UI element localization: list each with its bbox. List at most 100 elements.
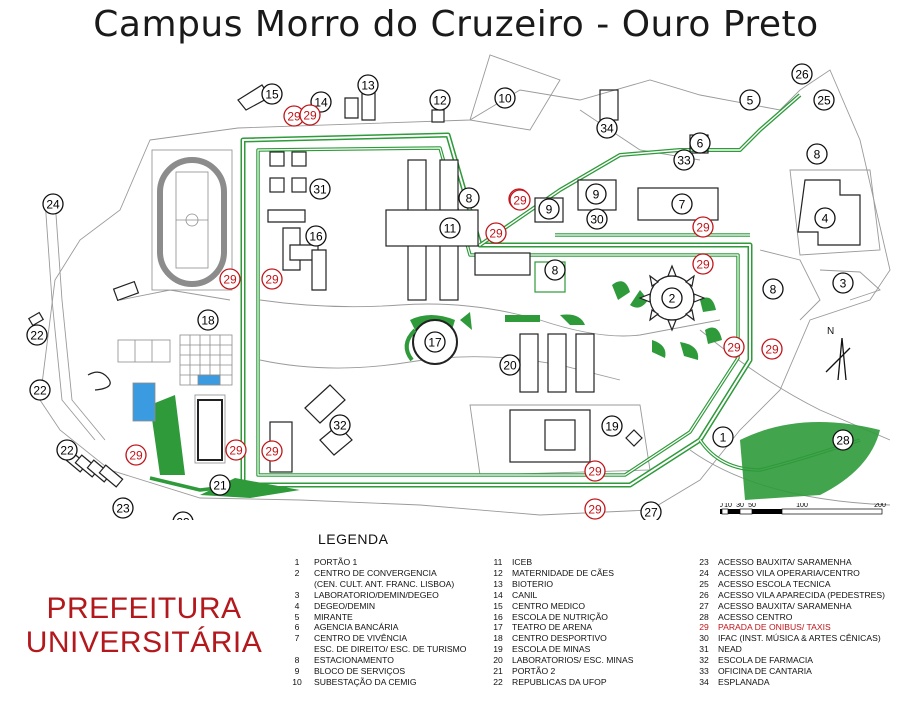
location-marker[interactable] [357, 74, 379, 96]
location-marker[interactable] [832, 429, 854, 451]
location-marker[interactable] [494, 87, 516, 109]
location-marker[interactable] [197, 309, 219, 331]
location-marker[interactable] [586, 208, 608, 230]
location-number: 22 [60, 444, 74, 458]
location-number: 5 [747, 94, 754, 108]
location-marker[interactable] [585, 183, 607, 205]
location-number: 3 [840, 277, 847, 291]
bus-stop-marker[interactable] [299, 104, 321, 126]
bus-stop-marker[interactable] [584, 498, 606, 520]
location-marker[interactable] [596, 117, 618, 139]
bus-stop-marker[interactable] [692, 216, 714, 238]
location-number: 1 [720, 431, 727, 445]
north-arrow-icon [825, 337, 851, 381]
location-number: 15 [265, 88, 279, 102]
bus-stop-number: 29 [696, 258, 710, 272]
bus-stop-marker[interactable] [261, 440, 283, 462]
location-marker[interactable] [329, 414, 351, 436]
scale-label: 50 [748, 503, 756, 509]
bus-stop-marker[interactable] [509, 189, 531, 211]
location-marker[interactable] [661, 287, 683, 309]
location-marker[interactable] [458, 187, 480, 209]
location-marker[interactable] [56, 439, 78, 461]
location-number: 22 [30, 329, 44, 343]
location-number: 11 [444, 222, 457, 236]
scale-label: 100 [796, 503, 808, 509]
location-number: 4 [822, 212, 829, 226]
location-marker[interactable] [712, 426, 734, 448]
location-marker[interactable] [112, 497, 134, 519]
location-marker[interactable] [499, 354, 521, 376]
bus-stop-marker[interactable] [219, 268, 241, 290]
location-marker[interactable] [439, 217, 461, 239]
location-number: 10 [498, 92, 512, 106]
location-number: 8 [466, 192, 473, 206]
bus-stop-marker[interactable] [485, 222, 507, 244]
location-marker[interactable] [689, 132, 711, 154]
location-marker[interactable] [29, 379, 51, 401]
map-labels: 1234567888899101112131415161718192021222… [26, 63, 854, 521]
bus-stop-marker[interactable] [225, 439, 247, 461]
bus-stop-marker[interactable] [125, 444, 147, 466]
location-marker[interactable] [640, 501, 662, 520]
location-number: 25 [817, 94, 831, 108]
location-marker[interactable] [261, 83, 283, 105]
location-marker[interactable] [671, 193, 693, 215]
location-marker[interactable] [42, 193, 64, 215]
campus-map[interactable]: N 12345678888991011121314151617181920212… [0, 0, 912, 520]
location-marker[interactable] [305, 225, 327, 247]
location-marker[interactable] [601, 415, 623, 437]
location-number: 12 [433, 94, 447, 108]
location-marker[interactable] [424, 331, 446, 353]
location-number: 23 [176, 516, 190, 521]
location-marker[interactable] [739, 89, 761, 111]
location-marker[interactable] [538, 198, 560, 220]
bus-stop-number: 29 [265, 445, 279, 459]
bus-stop-marker[interactable] [584, 460, 606, 482]
location-marker[interactable] [172, 511, 194, 520]
location-number: 20 [503, 359, 517, 373]
location-number: 9 [546, 203, 553, 217]
location-number: 34 [600, 122, 614, 136]
bus-stop-number: 29 [765, 343, 779, 357]
legend-row: ESC. DE DIREITO/ ESC. DE TURISMO [314, 644, 467, 655]
main-road [149, 93, 861, 492]
location-marker[interactable] [309, 178, 331, 200]
location-marker[interactable] [26, 324, 48, 346]
location-marker[interactable] [814, 207, 836, 229]
location-marker[interactable] [209, 474, 231, 496]
bus-stop-number: 29 [287, 110, 301, 124]
location-marker[interactable] [832, 272, 854, 294]
location-marker[interactable] [429, 89, 451, 111]
location-marker[interactable] [673, 149, 695, 171]
prefeitura-line-2: UNIVERSITÁRIA [25, 626, 263, 659]
sports-center [117, 334, 233, 464]
bus-stop-marker[interactable] [261, 268, 283, 290]
bus-stop-marker[interactable] [723, 336, 745, 358]
location-marker[interactable] [806, 143, 828, 165]
location-marker[interactable] [762, 278, 784, 300]
bus-stop-number: 29 [588, 503, 602, 517]
athletics-track [151, 149, 233, 291]
bus-stop-marker[interactable] [692, 253, 714, 275]
bus-stop-marker[interactable] [761, 338, 783, 360]
location-marker[interactable] [813, 89, 835, 111]
prefeitura-line-1: PREFEITURA [46, 592, 242, 625]
location-marker[interactable] [791, 63, 813, 85]
location-number: 31 [313, 183, 327, 197]
location-marker[interactable] [544, 259, 566, 281]
